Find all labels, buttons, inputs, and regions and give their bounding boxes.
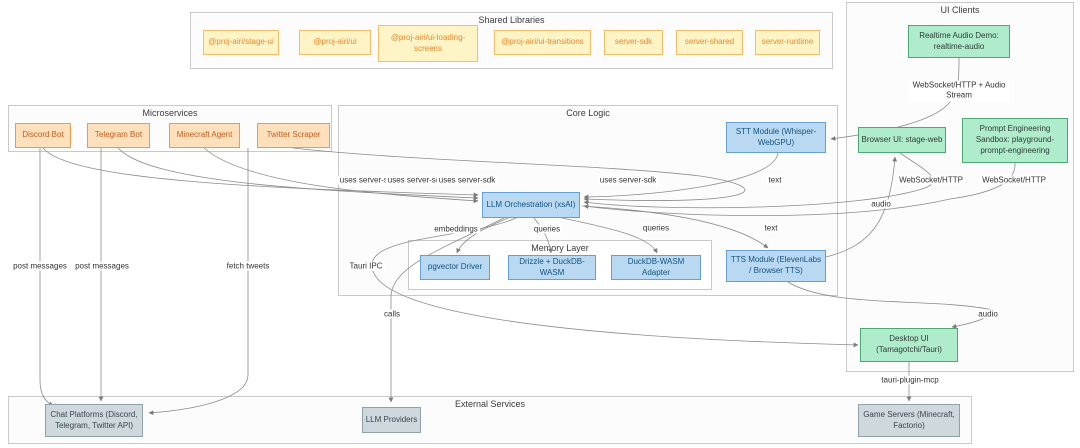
edge-llm-to-pgvector bbox=[456, 217, 509, 254]
edge-discord-to-chat bbox=[39, 148, 54, 407]
edge-label-post-messages-1: post messages bbox=[11, 261, 69, 271]
group-label-microservices: Microservices bbox=[142, 108, 198, 118]
edge-llm-to-drizzle bbox=[533, 217, 553, 254]
node-llm-orchestration: LLM Orchestration (xsAI) bbox=[482, 192, 580, 218]
edge-label-websocket-http-1: WebSocket/HTTP bbox=[897, 175, 965, 185]
group-label-memory-layer: Memory Layer bbox=[531, 243, 589, 253]
node-drizzle-duckdb: Drizzle + DuckDB-WASM bbox=[508, 255, 596, 280]
node-llm-providers: LLM Providers bbox=[362, 407, 421, 433]
edge-label-queries-2: queries bbox=[640, 223, 672, 233]
node-pgvector-driver: pgvector Driver bbox=[420, 255, 490, 280]
edge-minecraft-to-llm bbox=[203, 147, 479, 204]
node-ui-transitions: @proj-airi/ui-transitions bbox=[494, 30, 591, 55]
node-tts-module: TTS Module (ElevenLabs / Browser TTS) bbox=[726, 250, 826, 282]
node-stt-module: STT Module (Whisper-WebGPU) bbox=[726, 122, 826, 153]
node-duckdb-adapter: DuckDB-WASM Adapter bbox=[611, 255, 701, 280]
node-twitter-scraper: Twitter Scraper bbox=[257, 123, 330, 148]
node-desktop-ui: Desktop UI (Tamagotchi/Tauri) bbox=[860, 328, 958, 362]
node-ui-loading-screens: @proj-airi/ui-loading-screens bbox=[378, 25, 478, 62]
edge-twitter-to-llm bbox=[292, 147, 746, 202]
node-ui: @proj-airi/ui bbox=[299, 30, 371, 55]
group-external-services: External Services bbox=[8, 396, 972, 444]
edge-label-audio-desktop: audio bbox=[976, 309, 1000, 319]
edge-label-fetch-tweets: fetch tweets bbox=[224, 261, 272, 271]
edge-label-uses-server-sdk-2: uses server-sdk bbox=[385, 175, 447, 185]
node-telegram-bot: Telegram Bot bbox=[87, 123, 150, 148]
node-browser-ui: Browser UI: stage-web bbox=[858, 127, 946, 153]
edge-llm-to-providers bbox=[388, 217, 505, 403]
edge-llm-to-duckdb-adapter bbox=[561, 217, 658, 254]
edge-browser-to-llm bbox=[583, 152, 934, 209]
node-server-shared: server-shared bbox=[676, 30, 743, 55]
node-discord-bot: Discord Bot bbox=[15, 123, 71, 148]
edge-label-websocket-audio-stream: WebSocket/HTTP + Audio Stream bbox=[909, 80, 1009, 102]
node-chat-platforms: Chat Platforms (Discord, Telegram, Twitt… bbox=[45, 404, 143, 437]
node-prompt-sandbox: Prompt Engineering Sandbox: playground-p… bbox=[962, 118, 1068, 163]
group-label-external-services: External Services bbox=[454, 399, 526, 409]
edge-label-uses-server-sdk-1: uses server-sdk bbox=[337, 175, 399, 185]
node-server-runtime: server-runtime bbox=[755, 30, 820, 55]
edge-llm-to-desktop bbox=[371, 217, 859, 348]
group-label-shared-libraries: Shared Libraries bbox=[478, 15, 545, 25]
group-ui-clients: UI Clients bbox=[846, 2, 1074, 372]
edge-label-text-tts: text bbox=[762, 223, 780, 233]
edge-label-tauri-ipc: Tauri IPC bbox=[347, 261, 385, 271]
node-game-servers: Game Servers (Minecraft, Factorio) bbox=[858, 404, 960, 437]
node-server-sdk: server-sdk bbox=[604, 30, 663, 55]
node-realtime-audio-demo: Realtime Audio Demo: realtime-audio bbox=[908, 25, 1010, 58]
edge-label-websocket-http-2: WebSocket/HTTP bbox=[980, 175, 1048, 185]
edge-twitter-to-chat bbox=[148, 148, 249, 416]
edge-discord-to-llm bbox=[42, 147, 479, 198]
edge-label-uses-server-sdk-4: uses server-sdk bbox=[597, 175, 659, 185]
edge-llm-to-tts bbox=[581, 205, 769, 249]
edge-label-uses-server-sdk-3: uses server-sdk bbox=[436, 175, 498, 185]
edge-stt-to-llm bbox=[583, 152, 779, 200]
edge-label-tauri-plugin-mcp: tauri-plugin-mcp bbox=[879, 375, 941, 385]
edge-telegram-to-llm bbox=[117, 147, 479, 201]
node-stage-ui: @proj-airi/stage-ui bbox=[203, 30, 279, 55]
edge-label-text-stt: text bbox=[766, 175, 784, 185]
edge-label-calls: calls bbox=[381, 309, 403, 319]
group-label-ui-clients: UI Clients bbox=[940, 5, 980, 15]
group-label-core-logic: Core Logic bbox=[566, 108, 610, 118]
edge-label-queries-1: queries bbox=[531, 224, 563, 234]
edge-label-embeddings: embeddings bbox=[432, 224, 480, 234]
edge-tts-to-desktop bbox=[787, 281, 993, 329]
edge-tts-to-browser bbox=[825, 156, 898, 258]
edge-label-audio-browser: audio bbox=[869, 199, 893, 209]
edge-label-post-messages-2: post messages bbox=[73, 261, 131, 271]
node-minecraft-agent: Minecraft Agent bbox=[169, 123, 240, 148]
